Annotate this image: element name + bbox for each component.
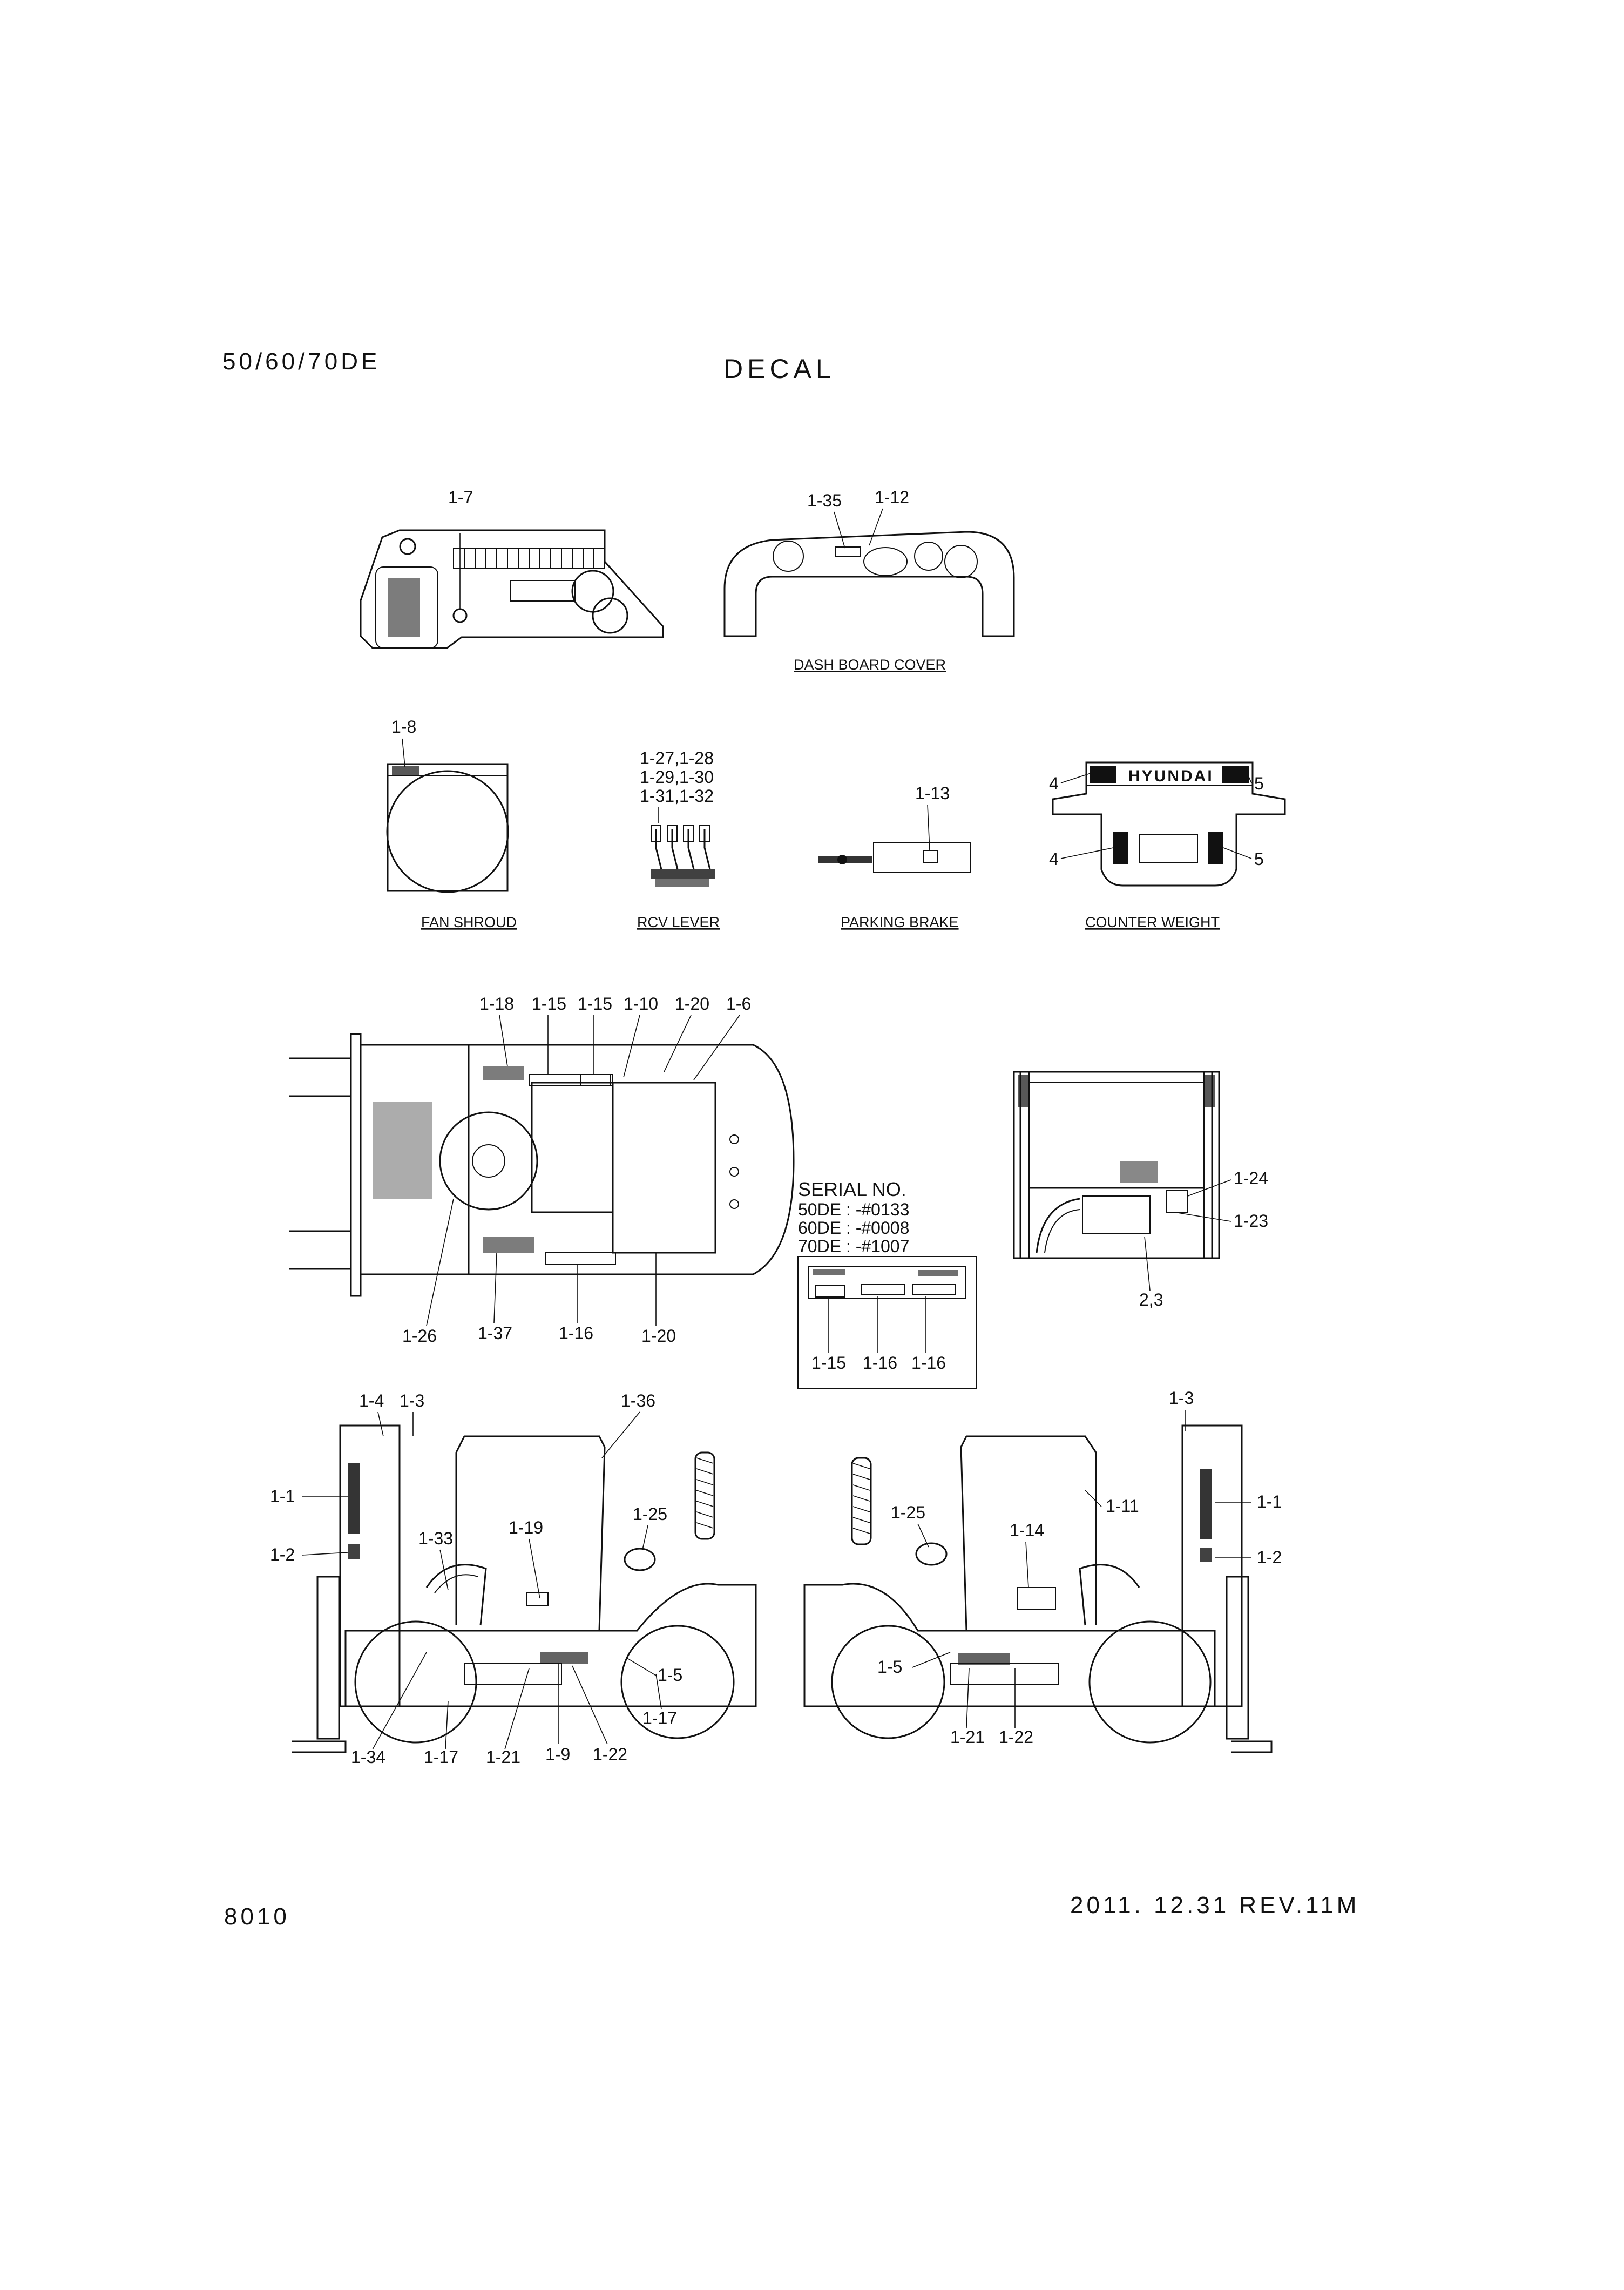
callout-4-top: 4 bbox=[1049, 774, 1059, 793]
callout-1-29-1-30: 1-29,1-30 bbox=[640, 767, 714, 787]
caption-parking-brake: PARKING BRAKE bbox=[841, 914, 959, 930]
callout-left-1-4: 1-4 bbox=[359, 1391, 384, 1410]
callout-1-12: 1-12 bbox=[875, 488, 909, 507]
callout-2-3: 2,3 bbox=[1139, 1290, 1163, 1309]
caption-fan-shroud: FAN SHROUD bbox=[421, 914, 517, 930]
caption-counter-weight: COUNTER WEIGHT bbox=[1085, 914, 1220, 930]
captions: DASH BOARD COVER FAN SHROUD RCV LEVER PA… bbox=[421, 657, 1220, 930]
callout-4-bottom: 4 bbox=[1049, 849, 1059, 869]
callout-left-1-22: 1-22 bbox=[593, 1745, 627, 1764]
callout-right-1-25: 1-25 bbox=[891, 1503, 925, 1522]
date-revision: 2011. 12.31 REV.11M bbox=[1070, 1892, 1359, 1919]
callout-5-top: 5 bbox=[1254, 774, 1264, 793]
serial-title: SERIAL NO. bbox=[798, 1178, 906, 1200]
dash-panel-drawing bbox=[360, 529, 664, 649]
indicator-strip bbox=[464, 549, 594, 568]
page-number: 8010 bbox=[224, 1903, 290, 1930]
callout-1-31-1-32: 1-31,1-32 bbox=[640, 786, 714, 806]
serial-inset: SERIAL NO. 50DE : -#0133 60DE : -#0008 7… bbox=[797, 1178, 977, 1389]
callout-1-24: 1-24 bbox=[1234, 1168, 1268, 1188]
callout-right-1-22: 1-22 bbox=[999, 1727, 1033, 1747]
callouts: 1-7 1-35 1-12 1-8 1-27,1-28 1-29,1-30 1-… bbox=[270, 488, 1282, 1767]
callout-left-1-2: 1-2 bbox=[270, 1545, 295, 1564]
callout-right-1-21: 1-21 bbox=[950, 1727, 985, 1747]
callout-right-1-5: 1-5 bbox=[877, 1657, 902, 1677]
callout-1-16: 1-16 bbox=[559, 1323, 593, 1343]
callout-right-1-14: 1-14 bbox=[1010, 1521, 1044, 1540]
callout-right-1-11: 1-11 bbox=[1106, 1496, 1139, 1516]
callout-right-1-2: 1-2 bbox=[1257, 1548, 1282, 1567]
brand-logo-text: HYUNDAI bbox=[1128, 767, 1214, 785]
serial-inset-frame bbox=[797, 1256, 977, 1389]
callout-left-1-9: 1-9 bbox=[545, 1745, 570, 1764]
callout-1-13: 1-13 bbox=[915, 783, 950, 803]
callout-left-1-33: 1-33 bbox=[418, 1529, 453, 1548]
callout-1-37: 1-37 bbox=[478, 1323, 512, 1343]
callout-left-1-17-left: 1-17 bbox=[424, 1747, 458, 1767]
callout-left-1-19: 1-19 bbox=[509, 1518, 543, 1537]
model-code: 50/60/70DE bbox=[222, 348, 380, 375]
callout-serial-1-16-b: 1-16 bbox=[911, 1353, 946, 1373]
callout-1-20-bottom: 1-20 bbox=[641, 1326, 676, 1346]
fan-shroud-drawing bbox=[386, 763, 509, 893]
callout-1-15-a: 1-15 bbox=[532, 994, 566, 1014]
callout-1-26: 1-26 bbox=[402, 1326, 437, 1346]
callout-1-35: 1-35 bbox=[807, 491, 842, 510]
callout-1-18: 1-18 bbox=[479, 994, 514, 1014]
callout-1-15-b: 1-15 bbox=[578, 994, 612, 1014]
callout-right-1-3: 1-3 bbox=[1169, 1388, 1194, 1408]
top-view-drawing bbox=[289, 1033, 795, 1297]
serial-line-50de: 50DE : -#0133 bbox=[798, 1200, 909, 1219]
callout-left-1-36: 1-36 bbox=[621, 1391, 655, 1410]
callout-1-7: 1-7 bbox=[448, 488, 473, 507]
left-side-view-drawing bbox=[292, 1424, 757, 1753]
callout-1-20-top: 1-20 bbox=[675, 994, 709, 1014]
callout-left-1-5: 1-5 bbox=[658, 1665, 682, 1685]
rear-view-drawing bbox=[1013, 1071, 1220, 1259]
callout-1-6: 1-6 bbox=[726, 994, 751, 1014]
page-title: DECAL bbox=[723, 354, 835, 384]
callout-right-1-1: 1-1 bbox=[1257, 1492, 1282, 1511]
callout-serial-1-16-a: 1-16 bbox=[863, 1353, 897, 1373]
callout-1-23: 1-23 bbox=[1234, 1211, 1268, 1231]
caption-dash-board-cover: DASH BOARD COVER bbox=[794, 657, 946, 673]
right-side-view-drawing bbox=[803, 1424, 1273, 1753]
callout-5-bottom: 5 bbox=[1254, 849, 1264, 869]
callout-1-10: 1-10 bbox=[624, 994, 658, 1014]
callout-left-1-3: 1-3 bbox=[400, 1391, 424, 1410]
counter-weight-drawing: HYUNDAI bbox=[1052, 761, 1286, 887]
parking-brake-drawing bbox=[818, 842, 971, 873]
callout-left-1-17-right: 1-17 bbox=[642, 1708, 677, 1728]
callout-serial-1-15: 1-15 bbox=[811, 1353, 846, 1373]
callout-1-27-1-28: 1-27,1-28 bbox=[640, 748, 714, 768]
callout-left-1-21: 1-21 bbox=[486, 1747, 520, 1767]
serial-line-70de: 70DE : -#1007 bbox=[798, 1237, 909, 1256]
caption-rcv-lever: RCV LEVER bbox=[637, 914, 720, 930]
dash-board-cover-drawing bbox=[723, 531, 1015, 637]
serial-line-60de: 60DE : -#0008 bbox=[798, 1218, 909, 1238]
callout-left-1-1: 1-1 bbox=[270, 1487, 295, 1506]
callout-left-1-25: 1-25 bbox=[633, 1504, 667, 1524]
rcv-lever-drawing bbox=[651, 825, 715, 887]
callout-left-1-34: 1-34 bbox=[351, 1747, 385, 1767]
callout-1-8: 1-8 bbox=[391, 717, 416, 737]
